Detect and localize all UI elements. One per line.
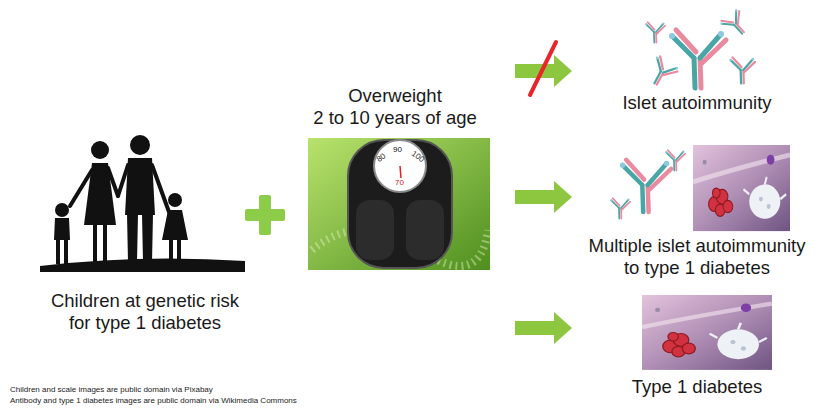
cell-picture — [693, 145, 790, 231]
connector-group — [515, 55, 572, 344]
antibody-picture — [669, 30, 726, 88]
antibody-picture — [610, 198, 630, 218]
block-arrow — [515, 312, 572, 344]
antibody-picture — [644, 8, 755, 90]
family-silhouette — [56, 239, 60, 264]
plus-sign — [245, 195, 285, 235]
cell-picture — [642, 295, 772, 370]
caption-text: Children at genetic risk for type 1 diab… — [45, 290, 245, 334]
family-silhouette — [142, 214, 153, 262]
family-silhouette — [54, 218, 70, 240]
family-silhouette — [40, 258, 245, 272]
family-silhouette — [169, 239, 173, 262]
scale-picture — [356, 200, 394, 260]
caption-text: Overweight — [297, 85, 493, 107]
antibody-picture — [610, 150, 685, 218]
family-silhouette — [130, 135, 150, 155]
plus-sign — [259, 195, 271, 235]
family-silhouette — [70, 165, 169, 212]
family-silhouette — [70, 170, 92, 206]
credit-note: Children and scale images are public dom… — [10, 385, 213, 395]
family-silhouette — [64, 239, 68, 264]
family-silhouette — [118, 165, 128, 196]
scale-picture — [374, 140, 426, 192]
family-silhouette — [127, 214, 138, 262]
cell-picture — [642, 295, 772, 370]
antibody-picture — [729, 57, 755, 83]
caption-text: Multiple islet autoimmunity to type 1 di… — [584, 235, 810, 279]
caption-text: 2 to 10 years of age — [297, 107, 493, 129]
scale-picture — [308, 138, 490, 270]
scale-picture — [308, 138, 490, 270]
antibody-picture — [719, 8, 751, 40]
family-silhouette — [168, 193, 182, 207]
scale-picture — [406, 200, 444, 260]
picture-caption-group: Islet autoimmunity — [580, 10, 814, 120]
scale-picture — [348, 140, 452, 268]
family-silhouette — [152, 165, 169, 212]
caption-text: Islet autoimmunity — [584, 92, 810, 114]
family-silhouette — [40, 135, 245, 272]
antibody-picture — [645, 22, 665, 42]
block-arrow — [515, 181, 572, 213]
family-silhouette — [93, 224, 97, 262]
dial-number: 70 — [395, 178, 404, 188]
antibody-picture — [665, 150, 685, 170]
credit-note: Antibody and type 1 diabetes images are … — [10, 396, 297, 406]
family-silhouette — [162, 210, 188, 240]
family-silhouette — [108, 168, 118, 196]
picture-caption-group: Overweight2 to 10 years of age — [295, 55, 495, 345]
caption-text: Type 1 diabetes — [584, 376, 810, 398]
picture-caption-group: Children at genetic risk for type 1 diab… — [25, 130, 265, 345]
picture-caption-group: Multiple islet autoimmunity to type 1 di… — [580, 135, 814, 285]
family-silhouette — [55, 203, 69, 217]
antibody-picture — [644, 55, 679, 90]
cell-picture — [693, 145, 790, 231]
family-silhouette — [91, 141, 109, 159]
picture-caption-group: Type 1 diabetes — [580, 290, 814, 402]
family-silhouette — [177, 239, 181, 262]
family-silhouette — [103, 224, 107, 262]
dial-number: 90 — [393, 145, 402, 155]
scale-picture — [400, 166, 401, 178]
red-slash — [530, 42, 556, 95]
